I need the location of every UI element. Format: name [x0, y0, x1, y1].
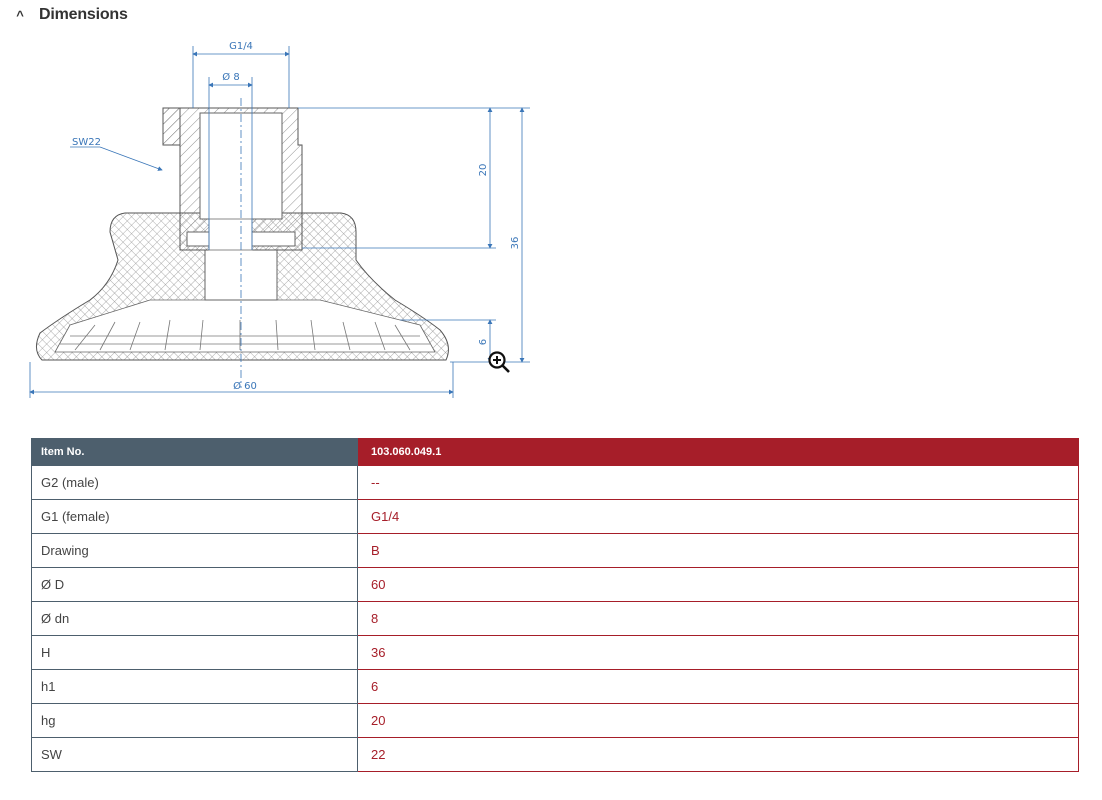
specs-table: Item No. 103.060.049.1 G2 (male)-- G1 (f… [31, 438, 1079, 772]
row-value: 8 [357, 601, 1079, 636]
row-value: -- [357, 465, 1079, 500]
section-title: Dimensions [39, 6, 128, 23]
row-label: Drawing [31, 533, 358, 568]
dim-g1-label: G1/4 [229, 41, 253, 52]
row-label: G2 (male) [31, 465, 358, 500]
dim-dn-label: Ø 8 [222, 71, 239, 83]
row-label: H [31, 635, 358, 670]
row-value: B [357, 533, 1079, 568]
dim-h1-label: 6 [478, 339, 489, 345]
row-label: SW [31, 737, 358, 772]
dim-sw-label: SW22 [72, 137, 101, 148]
section-toggle-dimensions[interactable]: ^ Dimensions [10, 6, 128, 24]
dim-hg-label: 20 [478, 164, 489, 177]
row-label: h1 [31, 669, 358, 704]
dim-h-label: 36 [510, 237, 521, 250]
row-value: G1/4 [357, 499, 1079, 534]
dim-d-label: Ø 60 [233, 380, 257, 392]
dimension-drawing: G1/4 Ø 8 SW22 20 36 6 Ø 60 [29, 41, 530, 398]
row-value: 60 [357, 567, 1079, 602]
chevron-up-icon: ^ [16, 7, 24, 23]
row-label: Ø D [31, 567, 358, 602]
item-number: 103.060.049.1 [357, 438, 1079, 466]
row-value: 22 [357, 737, 1079, 772]
zoom-in-icon[interactable] [487, 350, 511, 374]
header-label: Item No. [31, 438, 358, 466]
row-value: 20 [357, 703, 1079, 738]
table-row: G2 (male)-- [31, 465, 1079, 500]
dimension-lines [29, 46, 530, 398]
table-row: G1 (female)G1/4 [31, 499, 1079, 534]
row-label: G1 (female) [31, 499, 358, 534]
row-value: 6 [357, 669, 1079, 704]
row-value: 36 [357, 635, 1079, 670]
table-header-row: Item No. 103.060.049.1 [31, 438, 1079, 466]
row-label: hg [31, 703, 358, 738]
row-label: Ø dn [31, 601, 358, 636]
threaded-fitting [162, 107, 303, 251]
